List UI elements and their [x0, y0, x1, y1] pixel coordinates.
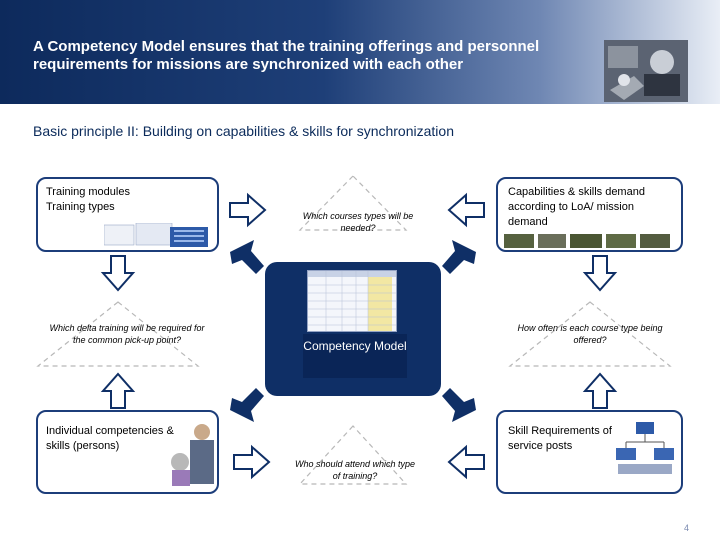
box-skill-requirements-text: Skill Requirements of service posts	[508, 425, 612, 452]
question-top: Which courses types will be needed?	[302, 211, 414, 233]
box-individual-competencies: Individual competencies & skills (person…	[36, 410, 219, 494]
competency-model-panel: Competency Model	[265, 262, 441, 396]
diagonal-arrow-top-left-icon	[230, 240, 264, 274]
question-right: How often is each course type being offe…	[517, 323, 663, 345]
arrow-left-bottom-icon	[447, 444, 485, 480]
org-chart-image	[616, 422, 674, 474]
arrow-up-left-icon	[100, 372, 136, 409]
box-individual-competencies-text: Individual competencies & skills (person…	[46, 425, 174, 452]
arrow-right-bottom-icon	[233, 444, 271, 480]
box-skill-requirements: Skill Requirements of service posts	[496, 410, 683, 494]
slide-subtitle: Basic principle II: Building on capabili…	[33, 123, 454, 139]
box-training-modules-text: Training modules Training types	[46, 186, 130, 213]
dashed-triangle-right	[508, 301, 672, 367]
competency-model-label: Competency Model	[303, 334, 407, 378]
arrow-down-left-icon	[100, 255, 136, 292]
persons-image	[171, 424, 214, 486]
arrow-down-right-icon	[582, 255, 618, 292]
dashed-triangle-top	[298, 175, 408, 231]
training-types-table-image	[104, 223, 208, 247]
header-photo	[604, 40, 688, 102]
diagonal-arrow-bottom-right-icon	[442, 388, 476, 422]
dashed-triangle-bottom	[298, 425, 408, 485]
arrow-right-top-icon	[229, 192, 267, 228]
arrow-up-right-icon	[582, 372, 618, 409]
dashed-triangle-left	[36, 301, 200, 367]
slide-title: A Competency Model ensures that the trai…	[33, 38, 540, 73]
competency-model-spreadsheet-image	[307, 270, 397, 332]
arrow-left-top-icon	[447, 192, 485, 228]
question-bottom: Who should attend which type of training…	[294, 459, 416, 481]
diagonal-arrow-top-right-icon	[442, 240, 476, 274]
page-number: 4	[684, 523, 690, 533]
box-capabilities-demand-text: Capabilities & skills demand according t…	[508, 186, 645, 228]
box-capabilities-demand: Capabilities & skills demand according t…	[496, 177, 683, 252]
diagonal-arrow-bottom-left-icon	[230, 388, 264, 422]
military-vehicles-image	[504, 234, 670, 248]
question-left: Which delta training will be required fo…	[49, 323, 205, 345]
box-training-modules: Training modules Training types	[36, 177, 219, 252]
header-banner: A Competency Model ensures that the trai…	[0, 0, 720, 104]
